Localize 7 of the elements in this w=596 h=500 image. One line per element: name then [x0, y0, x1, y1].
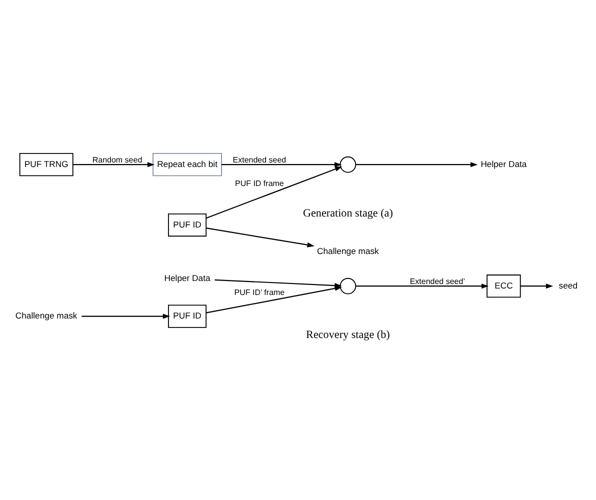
node-text: Helper Data [480, 158, 527, 169]
node-text: Challenge mask [317, 246, 379, 256]
node-text: seed [558, 280, 578, 290]
node-text: Challenge mask [15, 310, 78, 321]
label: Recovery stage (b) [306, 329, 390, 342]
label: Generation stage (a) [302, 208, 393, 220]
node-text: Helper Data [164, 272, 210, 283]
